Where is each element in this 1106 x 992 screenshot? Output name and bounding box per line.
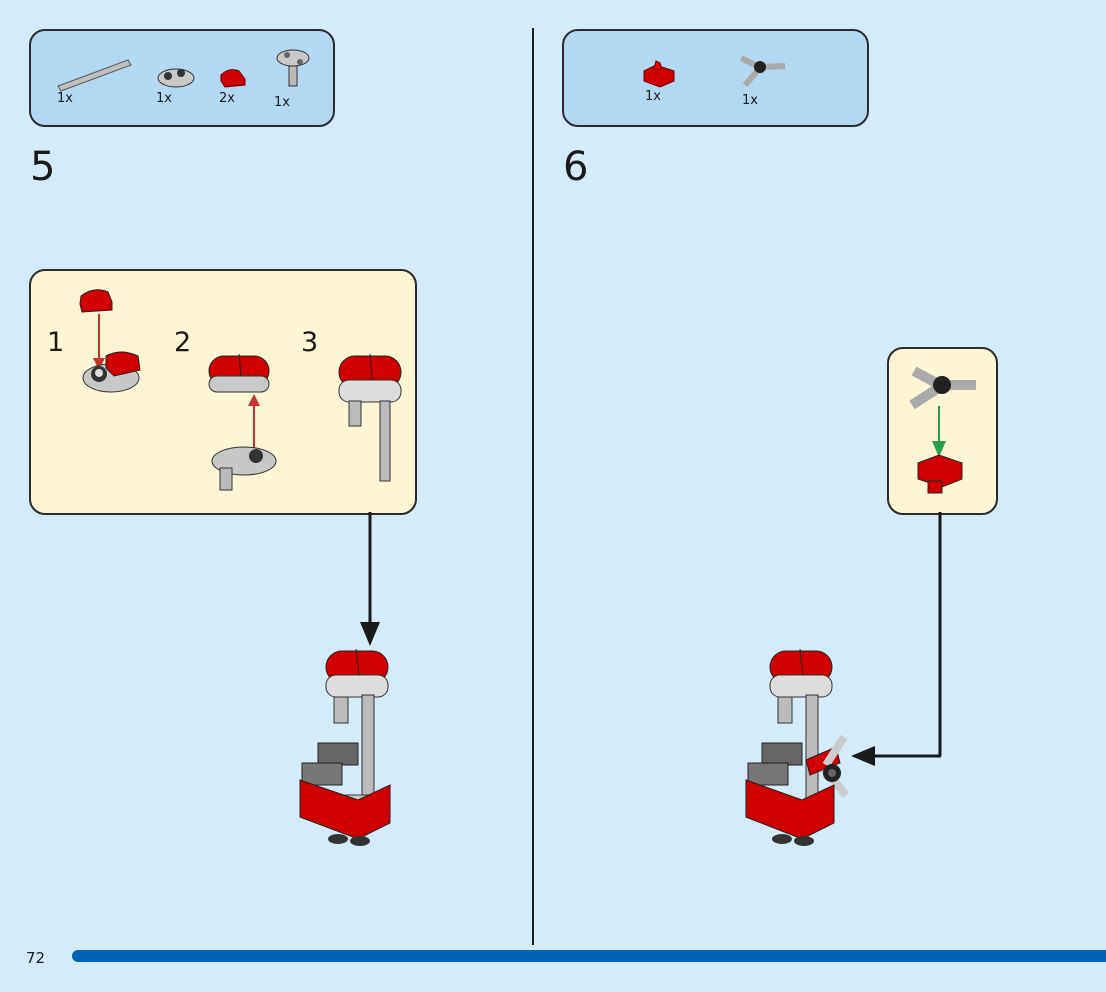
part-qty: 1x [645,89,661,104]
red-tile-icon [220,69,246,88]
part-qty: 1x [57,91,73,106]
callout-arrow-step5 [360,512,380,646]
page-number: 72 [26,949,46,967]
step5-model-illustration [299,648,391,846]
pin-plate-icon [276,49,310,87]
part-qty: 2x [219,91,235,106]
step6-model-illustration [745,648,850,846]
step6-subassembly-box [887,347,998,515]
substep3-illustration [338,353,402,482]
clip-plate-icon [643,60,675,88]
bar-connector-icon [739,55,786,87]
rounded-plate-icon [157,68,195,88]
substep-number-1: 1 [47,327,65,358]
step-divider [532,28,534,945]
step5-parts-box: 1x 1x 2x 1x [29,29,335,127]
step6-parts-box: 1x 1x [562,29,869,127]
substep-number-2: 2 [174,327,192,358]
part-qty: 1x [742,93,758,108]
page-footer-bar [72,950,1106,962]
technic-axle-icon [57,59,132,92]
step-number-6: 6 [563,144,589,190]
step-number-5: 5 [30,144,56,190]
step5-subassembly-box: 1 2 3 [29,269,417,515]
part-qty: 1x [274,95,290,110]
substep2-illustration [208,353,277,491]
part-qty: 1x [156,91,172,106]
substep1-illustration [79,289,141,393]
callout-arrow-step6 [851,512,942,766]
step6-subassembly-illustration [909,366,976,494]
substep-number-3: 3 [301,327,319,358]
